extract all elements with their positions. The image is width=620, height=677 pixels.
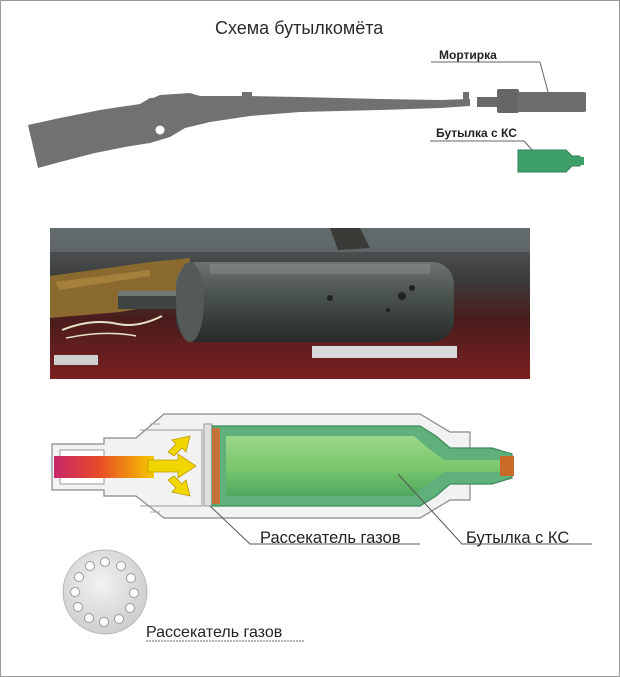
museum-photo <box>50 228 530 379</box>
leader-lines <box>209 473 592 545</box>
rifle-icon <box>28 92 470 168</box>
label-bottle-top: Бутылка с КС <box>436 126 517 140</box>
gas-arrows-icon <box>147 435 197 497</box>
diagram-title: Схема бутылкомёта <box>215 18 384 38</box>
bottle-icon <box>430 140 584 173</box>
label-mortar: Мортирка <box>439 48 497 62</box>
cross-section <box>51 413 514 519</box>
label-gas-splitter-view: Рассекатель газов <box>146 624 283 641</box>
splitter-disc-icon <box>62 549 148 635</box>
label-bottle: Бутылка с КС <box>466 529 570 547</box>
label-gas-splitter: Рассекатель газов <box>260 529 401 547</box>
mortar-icon <box>431 61 586 113</box>
